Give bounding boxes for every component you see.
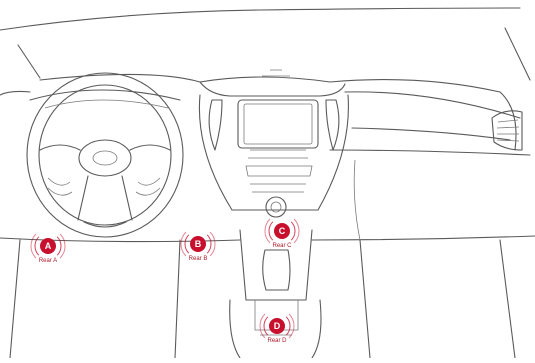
center-console (199, 70, 348, 217)
marker-letter: A (45, 241, 52, 251)
marker-b[interactable]: B Rear B (181, 232, 215, 262)
dashboard-outline (0, 74, 530, 155)
marker-label: Rear C (272, 243, 292, 249)
signal-wave-icon (57, 237, 61, 255)
signal-wave-icon (291, 222, 295, 240)
signal-wave-icon (264, 317, 268, 335)
signal-wave-icon (286, 317, 290, 335)
marker-a[interactable]: A Rear A (31, 234, 65, 264)
steering-wheel (27, 73, 183, 237)
signal-wave-icon (269, 222, 273, 240)
marker-label: Rear D (267, 338, 287, 344)
marker-letter: C (279, 226, 286, 236)
marker-c[interactable]: C Rear C (265, 219, 299, 249)
instrument-cluster (30, 90, 180, 108)
marker-label: Rear B (189, 256, 208, 262)
floor-outline (0, 160, 535, 358)
signal-wave-icon (185, 235, 189, 253)
windshield-outline (0, 8, 530, 80)
marker-label: Rear A (39, 258, 57, 264)
diagram-markers: A Rear A B Rear B C Rear C D Rear D (31, 219, 299, 344)
signal-wave-icon (207, 235, 211, 253)
marker-letter: B (195, 239, 202, 249)
marker-letter: D (274, 321, 281, 331)
marker-d[interactable]: D Rear D (260, 314, 294, 344)
